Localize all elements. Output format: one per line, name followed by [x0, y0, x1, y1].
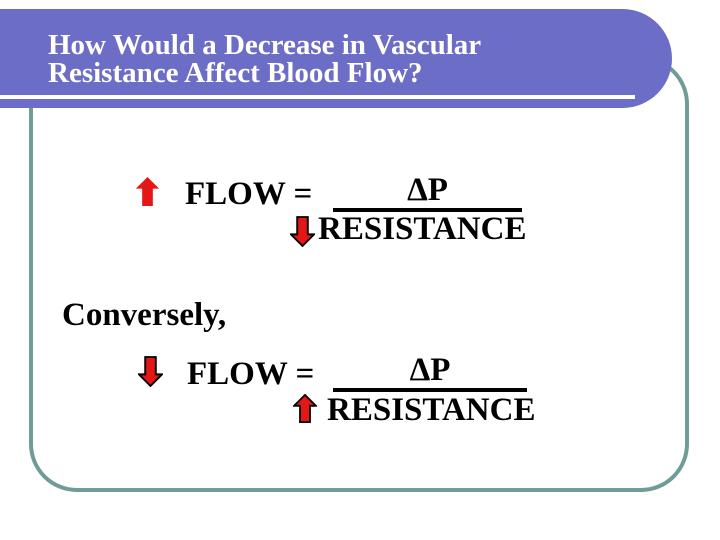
- down-arrow-icon: [290, 216, 315, 248]
- fraction-bar: [333, 208, 522, 212]
- up-arrow-icon: [293, 394, 317, 423]
- slide-title: How Would a Decrease in Vascular Resista…: [48, 29, 482, 89]
- title-banner: [0, 9, 672, 108]
- slide-title-line1: How Would a Decrease in Vascular: [48, 29, 482, 61]
- flow-equals-label: FLOW =: [185, 176, 313, 212]
- conversely-label: Conversely,: [62, 297, 227, 333]
- resistance-denominator: RESISTANCE: [318, 211, 527, 247]
- down-arrow-icon: [138, 356, 163, 388]
- resistance-denominator: RESISTANCE: [327, 392, 536, 428]
- delta-p-numerator: ΔP: [407, 172, 448, 208]
- slide-title-line2: Resistance Affect Blood Flow?: [48, 57, 423, 89]
- flow-equals-label: FLOW =: [187, 356, 315, 392]
- fraction-bar: [333, 388, 527, 392]
- up-arrow-icon: [135, 176, 160, 207]
- delta-p-numerator: ΔP: [409, 352, 451, 388]
- title-underline: [0, 95, 635, 99]
